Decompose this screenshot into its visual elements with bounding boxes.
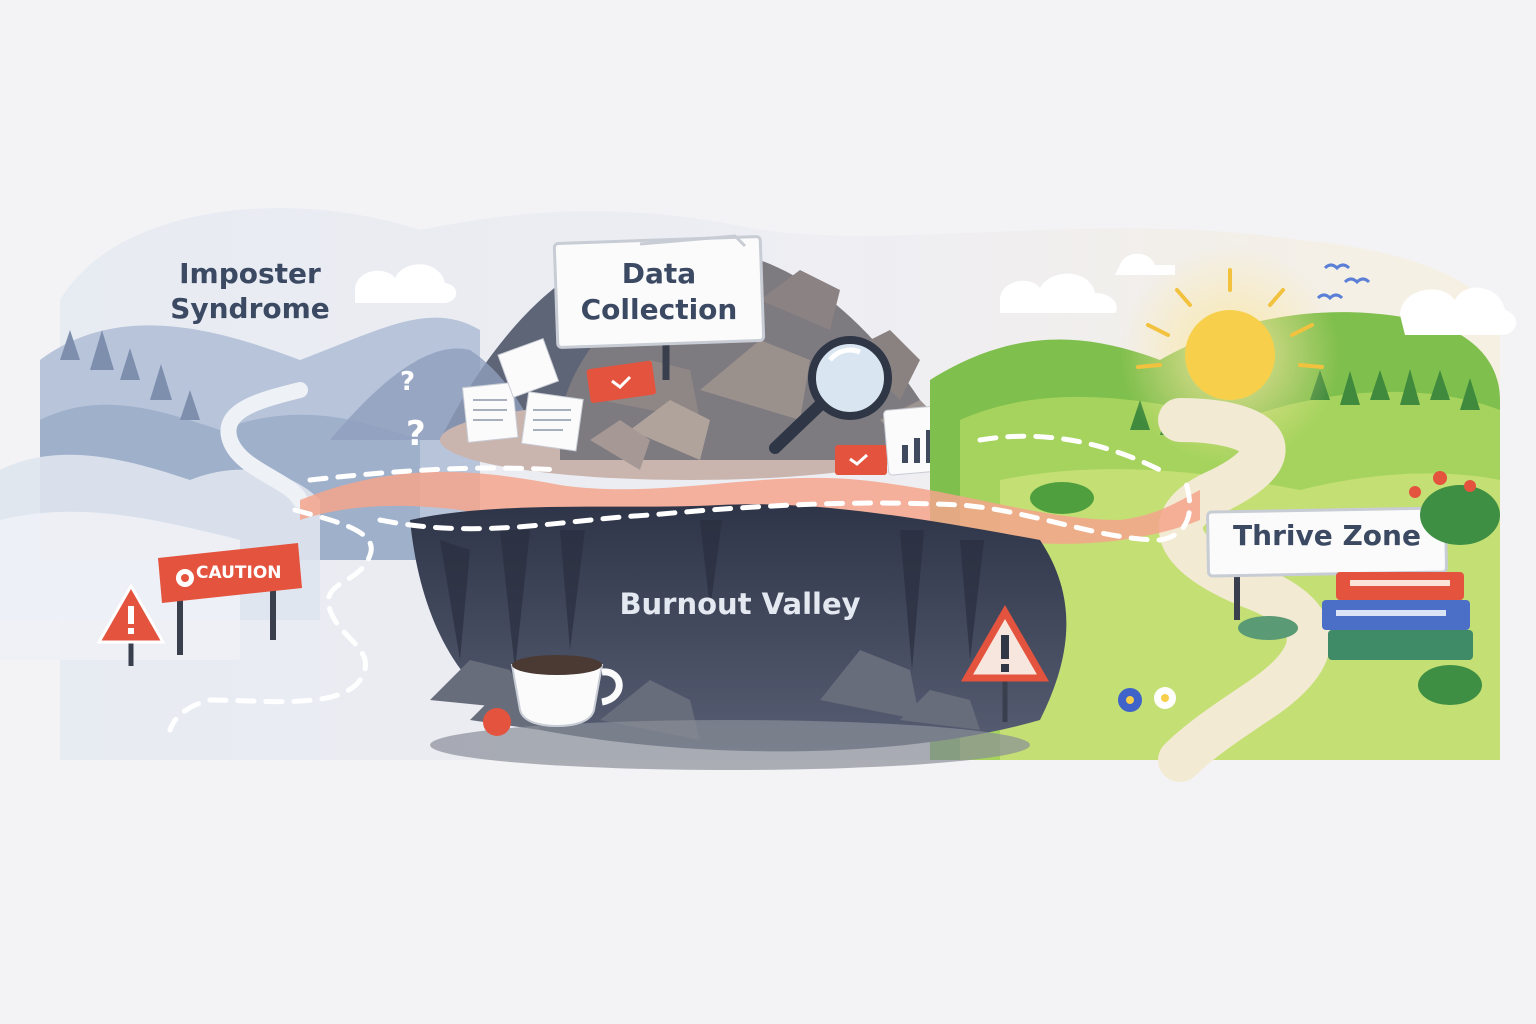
cloud-icon xyxy=(355,253,1517,335)
shrub xyxy=(1030,471,1500,705)
river-left xyxy=(220,382,308,508)
caution-label: CAUTION xyxy=(196,563,282,583)
bird-icon xyxy=(1316,263,1371,301)
data-collection-label: Data Collection xyxy=(556,256,762,329)
fog-mountains xyxy=(0,317,480,660)
data-collection-signboard xyxy=(552,234,766,380)
flower-icon xyxy=(1118,687,1176,712)
dashed-trail xyxy=(167,433,1193,733)
coffee-cup-icon xyxy=(483,655,623,736)
burnout-pit xyxy=(410,504,1067,770)
data-collection-line-2: Collection xyxy=(580,293,738,327)
paper-stack-icon xyxy=(461,338,584,452)
thrive-zone-signboard xyxy=(1206,506,1448,620)
warning-sign-icon xyxy=(960,604,1050,722)
imposter-line-2: Syndrome xyxy=(170,292,330,325)
imposter-syndrome-label: Imposter Syndrome xyxy=(150,256,350,326)
svg-text:?: ? xyxy=(400,367,415,397)
imposter-line-1: Imposter xyxy=(179,257,321,290)
caution-sign xyxy=(158,543,302,655)
data-collection-line-1: Data xyxy=(621,257,697,290)
warning-sign-icon xyxy=(96,582,166,666)
burnout-valley-label: Burnout Valley xyxy=(619,587,861,621)
question-mark-icon: ? ? xyxy=(400,367,426,454)
book-stack-icon xyxy=(1322,572,1473,660)
svg-text:?: ? xyxy=(406,414,426,454)
thrive-zone-label: Thrive Zone xyxy=(1233,519,1421,552)
magnifier-icon xyxy=(769,336,892,454)
